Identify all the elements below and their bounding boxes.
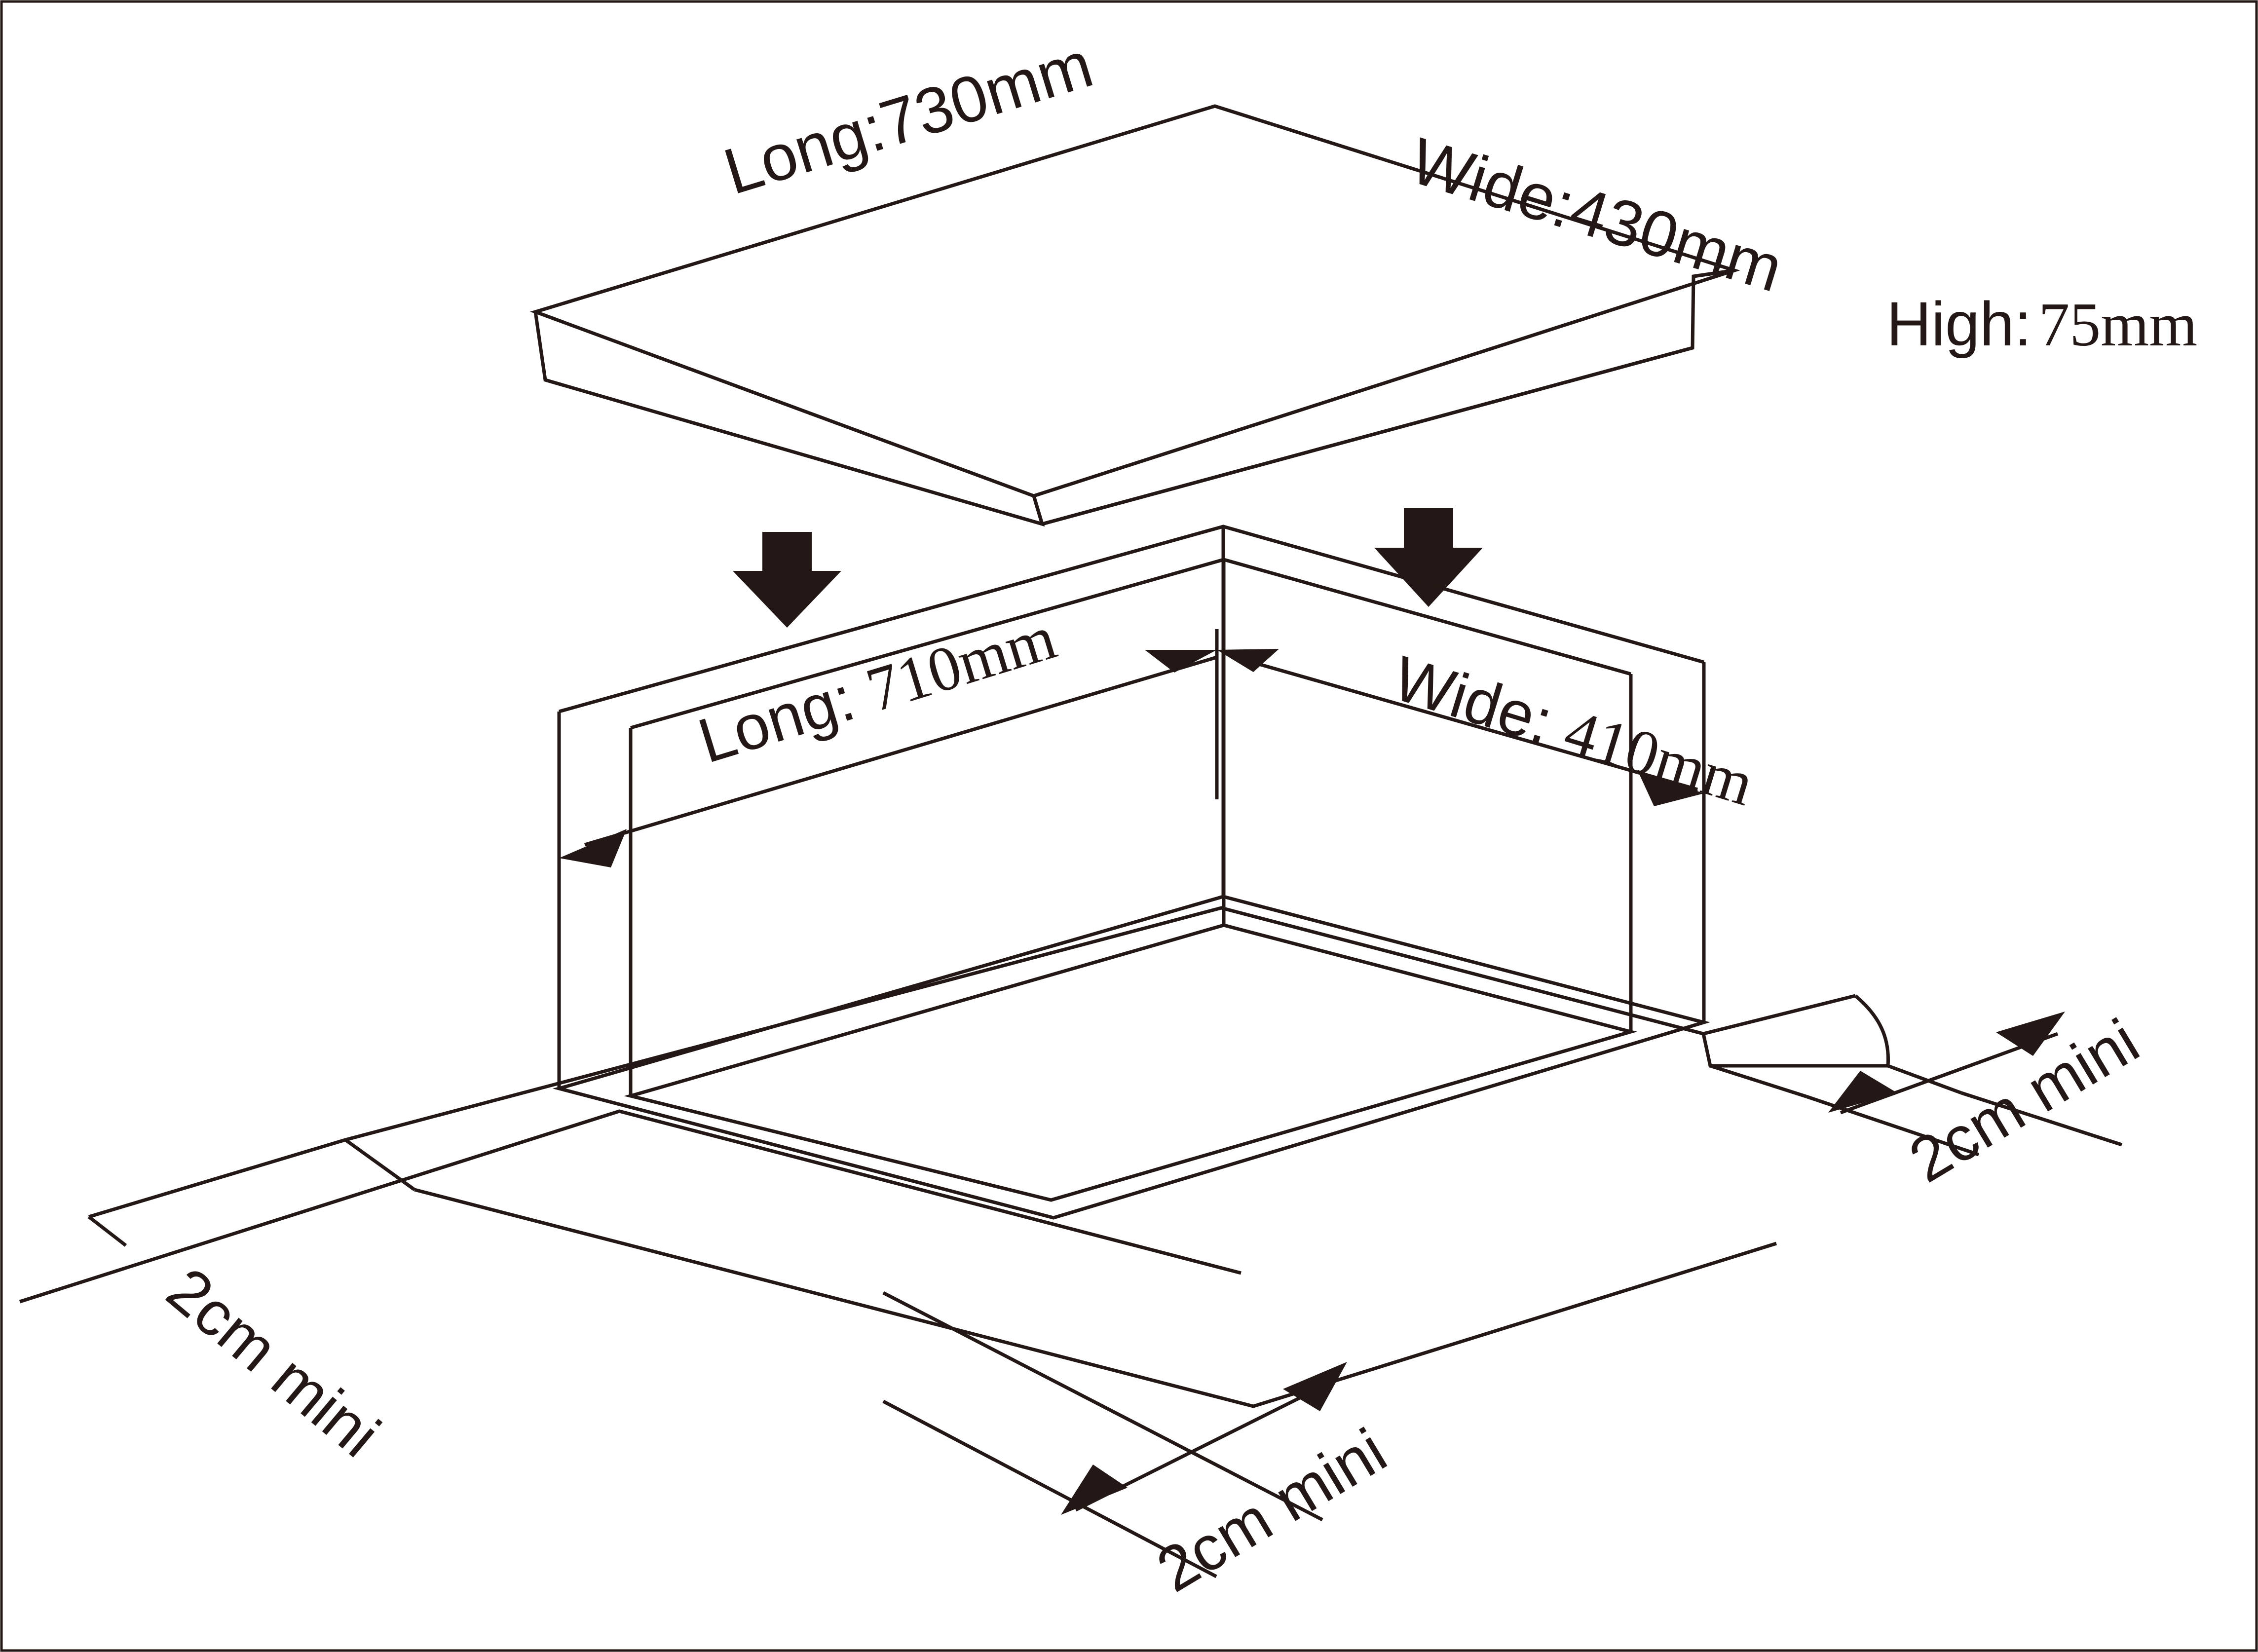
clearance-extension-line-bottom-b <box>882 1399 1217 1578</box>
label-appliance-high-value: 75mm <box>2038 291 2197 359</box>
down-arrow-right-glyph <box>1374 508 1483 607</box>
dimension-wide-410 <box>1145 629 1706 1022</box>
worktop-left-band-end <box>344 1138 416 1191</box>
cutout-rim-outline <box>552 895 1710 1220</box>
dim-long-line <box>584 655 1217 847</box>
dim-wide-arrowhead-left <box>1145 650 1217 673</box>
label-appliance-long-prefix: Long: <box>716 91 893 208</box>
worktop-back-edge <box>345 906 1704 1142</box>
label-cutout-wide: Wide: 410mm <box>1268 607 1846 845</box>
label-cutout-long: Long: 710mm <box>573 576 1147 813</box>
cooktop-slab <box>530 104 1740 527</box>
worktop-plane <box>19 906 2123 1578</box>
label-clearance-bottom: 2cm mini <box>1145 1415 1398 1606</box>
label-appliance-high-prefix: High: <box>1886 289 2032 359</box>
cutout-inner-outline <box>624 923 1638 1202</box>
cooktop-bottom-right-edge <box>1042 346 1693 526</box>
worktop-left-front-edge <box>19 1109 1242 1304</box>
label-clearance-left: 2cm mini <box>154 1254 393 1471</box>
clearance-right-arrow-upper <box>1996 1012 2065 1056</box>
worktop-left-band-upper <box>88 1138 346 1219</box>
cooktop-left-side-face <box>533 311 1045 527</box>
down-arrow-left-glyph <box>733 532 841 628</box>
worktop-right-top-edge <box>1703 994 1856 1036</box>
label-cutout-wide-prefix: Wide: <box>1386 643 1578 763</box>
label-appliance-wide-prefix: Wide: <box>1402 124 1583 242</box>
clearance-right <box>1828 1012 2065 1115</box>
clearance-extension-line-bottom-a <box>882 1291 1323 1522</box>
worktop-right-extension <box>1887 1064 1962 1095</box>
label-appliance-long-value: 730mm <box>872 28 1101 160</box>
dim-wide-arrowhead-right <box>1637 770 1704 806</box>
worktop-right-edge-thickness <box>1701 1033 1888 1068</box>
dimension-long-710 <box>557 655 1217 1089</box>
worktop-left-band-cap <box>87 1215 127 1247</box>
label-appliance-long: Long:730mm <box>595 1 1187 245</box>
down-arrow-left <box>733 532 841 628</box>
dim-wide-line <box>1243 658 1698 791</box>
worktop-right-diag-b <box>1960 1091 2123 1147</box>
cutout-wall-top-edge <box>559 525 1704 713</box>
label-cutout-long-prefix: Long: <box>690 658 879 777</box>
clearance-bottom-arrow-upper <box>1283 1362 1347 1411</box>
clearance-bottom-arrow-lower <box>1061 1464 1128 1515</box>
label-appliance-high: High:75mm <box>1766 289 2258 359</box>
cooktop-right-side-face <box>1042 268 1735 526</box>
worktop-front-edge <box>414 1188 1777 1408</box>
worktop-bullnose-curve <box>1854 994 1890 1066</box>
cooktop-front-corner-edge <box>1032 495 1044 525</box>
label-appliance-wide-value: 430mm <box>1562 173 1791 305</box>
clearance-right-arrow-lower <box>1828 1071 1897 1113</box>
cooktop-right-vertical-edge <box>1693 268 1735 278</box>
worktop-right-lower-edge <box>1709 1064 1807 1098</box>
dim-wide-arrowhead-left-b <box>1217 649 1279 672</box>
down-arrow-right <box>1374 508 1483 607</box>
dim-long-arrowhead <box>559 829 627 867</box>
clearance-bottom <box>1061 1362 1347 1515</box>
